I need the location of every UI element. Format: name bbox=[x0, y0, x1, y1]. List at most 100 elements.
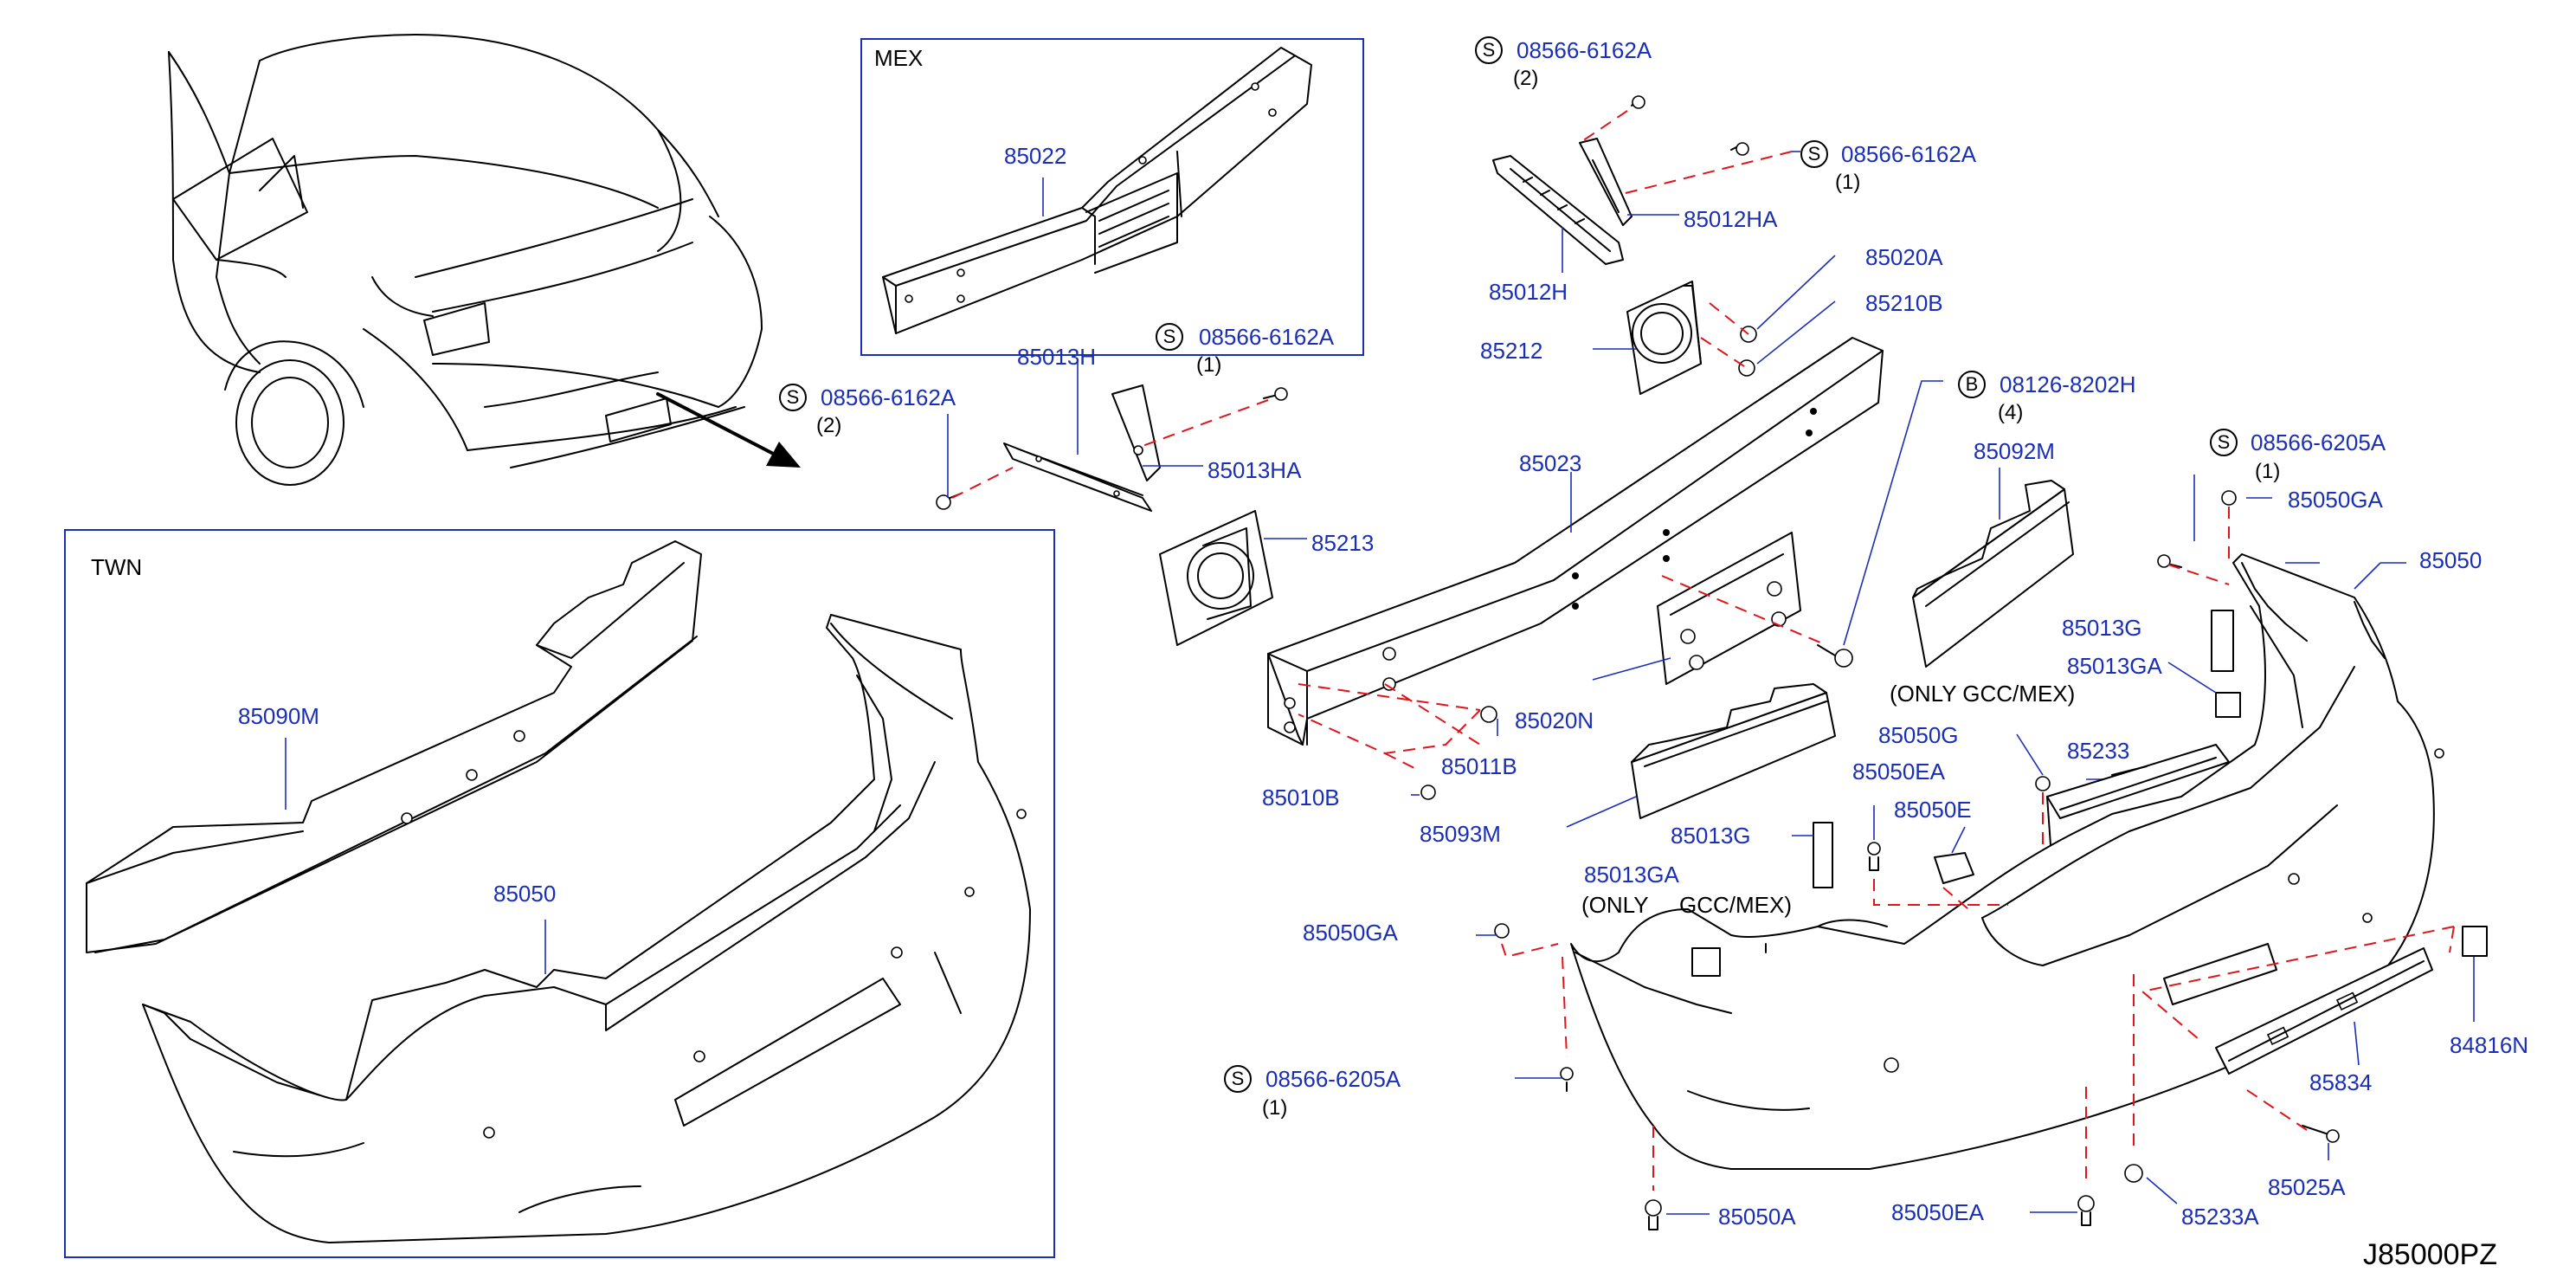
pad-85013GA-mid bbox=[1691, 947, 1721, 977]
absorber-85093M bbox=[1631, 683, 1836, 819]
screw-85050GA-left bbox=[1494, 923, 1510, 939]
bracket-85013HA bbox=[1111, 384, 1161, 481]
qty-08566-6162A-mid: (1) bbox=[1196, 353, 1222, 377]
label-85012H: 85012H bbox=[1489, 279, 1568, 305]
s-symbol: S bbox=[2210, 429, 2238, 456]
bracket-85213 bbox=[1159, 510, 1273, 646]
clip-85050A bbox=[1645, 1199, 1662, 1230]
screw-85050GA-right bbox=[2221, 490, 2237, 506]
twn-box-title: TWN bbox=[91, 554, 143, 580]
note-only-mid: (ONLY bbox=[1581, 892, 1649, 918]
label-08566-6162A-top: 08566-6162A bbox=[1517, 37, 1652, 63]
s-symbol: S bbox=[1475, 36, 1503, 64]
label-85013GA-mid: 85013GA bbox=[1584, 862, 1679, 888]
qty-08566-6162A-top2: (1) bbox=[1835, 171, 1861, 194]
bracket-85834 bbox=[2215, 947, 2433, 1075]
label-85092M: 85092M bbox=[1974, 438, 2055, 464]
label-85022: 85022 bbox=[1004, 143, 1067, 169]
clip-85050G bbox=[2035, 776, 2051, 791]
label-85013G-mid: 85013G bbox=[1671, 823, 1751, 849]
label-85213: 85213 bbox=[1311, 530, 1375, 556]
plate-85020N bbox=[1657, 532, 1801, 685]
label-85050EA-bottom: 85050EA bbox=[1891, 1199, 1984, 1225]
screw-08566-6205A-right bbox=[2157, 554, 2182, 568]
twn-bumper-85050 bbox=[142, 614, 1031, 1243]
s-symbol: S bbox=[1800, 140, 1828, 168]
label-85025A: 85025A bbox=[2268, 1174, 2346, 1200]
label-85013G-right: 85013G bbox=[2062, 615, 2142, 641]
clip-85050EA-top bbox=[1867, 842, 1881, 871]
label-85050G: 85050G bbox=[1878, 722, 1959, 748]
label-85834: 85834 bbox=[2309, 1069, 2373, 1095]
qty-08566-6162A-top: (2) bbox=[1513, 67, 1539, 90]
mex-box-frame bbox=[860, 38, 1364, 356]
label-85013HA: 85013HA bbox=[1208, 457, 1302, 483]
absorber-85092M bbox=[1912, 480, 2074, 668]
s-symbol: S bbox=[1224, 1065, 1252, 1093]
label-85010B: 85010B bbox=[1262, 785, 1340, 810]
label-85012HA: 85012HA bbox=[1684, 206, 1778, 232]
label-85023: 85023 bbox=[1519, 450, 1582, 476]
label-08566-6162A-mid: 08566-6162A bbox=[1199, 324, 1335, 350]
label-85020A: 85020A bbox=[1865, 244, 1943, 270]
car-rear-illustration bbox=[168, 34, 763, 486]
label-85050-right: 85050 bbox=[2419, 547, 2483, 573]
label-85013H: 85013H bbox=[1017, 344, 1097, 370]
pad-85013GA-right bbox=[2215, 692, 2241, 718]
qty-08566-6205A-right: (1) bbox=[2255, 460, 2281, 483]
qty-08566-6162A-left: (2) bbox=[816, 414, 842, 437]
label-85212: 85212 bbox=[1480, 338, 1543, 364]
bumper-85050-right bbox=[1570, 553, 2444, 1170]
s-symbol: S bbox=[1156, 323, 1183, 351]
mex-box-title: MEX bbox=[874, 45, 924, 71]
label-85210B: 85210B bbox=[1865, 290, 1943, 316]
screw-top bbox=[1631, 95, 1645, 109]
screw-top2 bbox=[1730, 142, 1749, 156]
pad-85013G-right bbox=[2211, 610, 2234, 672]
label-85050-twn: 85050 bbox=[493, 881, 557, 907]
bracket-85013H bbox=[1003, 442, 1152, 512]
bracket-85212 bbox=[1626, 281, 1702, 395]
label-85050GA-right: 85050GA bbox=[2288, 487, 2383, 513]
bolt-08126 bbox=[1817, 644, 1853, 668]
label-08566-6162A-left: 08566-6162A bbox=[821, 384, 956, 410]
label-85050E: 85050E bbox=[1894, 797, 1972, 823]
label-08566-6162A-top2: 08566-6162A bbox=[1841, 141, 1977, 167]
twn-box-frame bbox=[64, 529, 1055, 1258]
screw-08566-6205A-left bbox=[1560, 1067, 1574, 1092]
screw-85233A bbox=[2124, 1164, 2143, 1183]
label-85093M: 85093M bbox=[1420, 821, 1501, 847]
label-85233: 85233 bbox=[2067, 738, 2130, 764]
note-gcc-mex-mid: GCC/MEX) bbox=[1679, 892, 1792, 918]
qty-08126-8202H: (4) bbox=[1998, 401, 2024, 424]
pad-85013G-mid bbox=[1813, 822, 1833, 888]
label-08126-8202H: 08126-8202H bbox=[2000, 371, 2136, 397]
nut-85210B bbox=[1738, 359, 1755, 377]
label-08566-6205A-left: 08566-6205A bbox=[1265, 1066, 1401, 1092]
label-85050GA-left: 85050GA bbox=[1303, 920, 1398, 946]
b-symbol: B bbox=[1958, 371, 1986, 398]
s-symbol: S bbox=[779, 384, 807, 411]
twn-absorber-85090M bbox=[86, 540, 702, 953]
reinforcement-85023 bbox=[1267, 337, 1884, 746]
label-85011B: 85011B bbox=[1441, 753, 1517, 779]
label-85050EA-top: 85050EA bbox=[1852, 759, 1945, 785]
label-84816N: 84816N bbox=[2450, 1032, 2529, 1058]
label-85013GA-right: 85013GA bbox=[2067, 653, 2162, 679]
qty-08566-6205A-left: (1) bbox=[1262, 1096, 1288, 1120]
label-85233A: 85233A bbox=[2181, 1204, 2259, 1230]
clip-85050E bbox=[1934, 852, 1974, 884]
mex-reinforcement-85022 bbox=[882, 47, 1312, 334]
rivet-85025A bbox=[2302, 1125, 2340, 1143]
bracket-85012H bbox=[1492, 155, 1624, 265]
label-85050A: 85050A bbox=[1718, 1204, 1796, 1230]
note-only-gcc-mex-right: (ONLY GCC/MEX) bbox=[1890, 681, 2076, 707]
view-arrow bbox=[656, 392, 801, 468]
screw-mid bbox=[1263, 387, 1288, 401]
label-85090M: 85090M bbox=[238, 703, 319, 729]
label-08566-6205A-right: 08566-6205A bbox=[2251, 429, 2386, 455]
label-85020N: 85020N bbox=[1515, 707, 1594, 733]
bracket-85012HA bbox=[1579, 138, 1633, 226]
